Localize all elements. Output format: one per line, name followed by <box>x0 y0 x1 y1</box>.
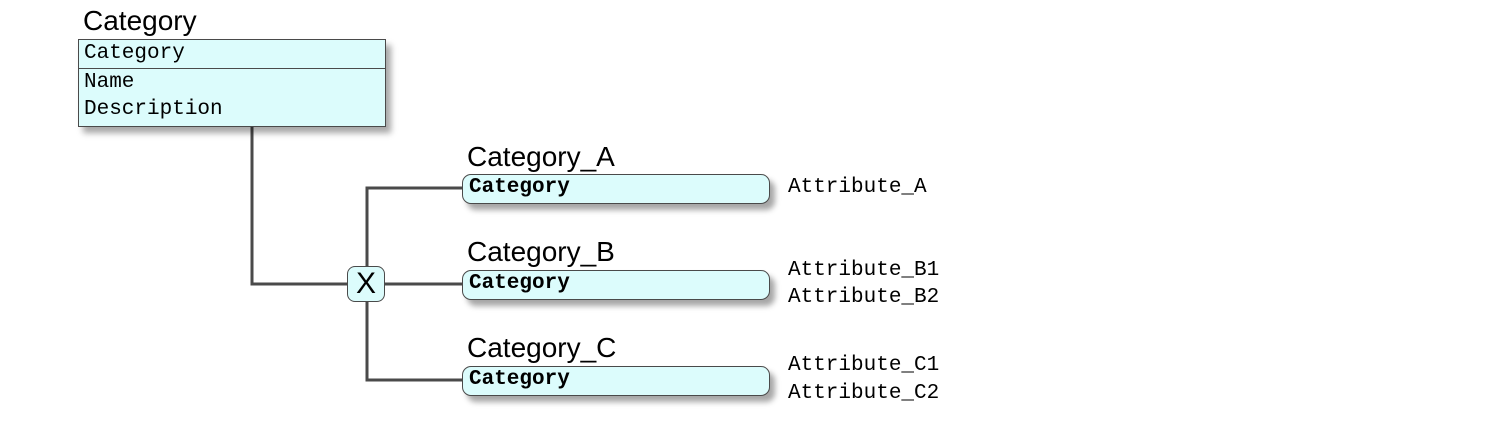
subtype-attribute: Attribute_A <box>788 176 927 199</box>
subtype-title: Category_B <box>467 236 615 267</box>
key-divider <box>79 68 385 69</box>
parent-attribute: Description <box>84 98 223 121</box>
subtype-attribute: Attribute_B2 <box>788 286 940 309</box>
parent-connector <box>250 126 348 286</box>
subtype-attribute: Attribute_C1 <box>788 354 940 377</box>
subtype-key-attribute: Category <box>469 368 570 391</box>
subtype-a-connector <box>365 186 462 266</box>
subtype-key-attribute: Category <box>469 272 570 295</box>
subtype-attribute: Attribute_B1 <box>788 259 940 282</box>
parent-entity-box[interactable]: Category Name Description <box>78 39 386 127</box>
parent-attribute: Name <box>84 71 135 94</box>
subtype-c-connector <box>365 302 462 382</box>
subtype-attribute: Attribute_C2 <box>788 382 940 405</box>
parent-key-attribute: Category <box>84 42 185 65</box>
subtype-entity-box[interactable]: Category <box>462 366 770 396</box>
subtype-key-attribute: Category <box>469 176 570 199</box>
subtype-entity-box[interactable]: Category <box>462 174 770 204</box>
subtype-entity-box[interactable]: Category <box>462 270 770 300</box>
subtype-title: Category_C <box>467 332 617 363</box>
parent-entity-title: Category <box>83 5 197 36</box>
subtype-title: Category_A <box>467 141 615 172</box>
exclusive-subtype-discriminator[interactable]: X <box>347 266 385 302</box>
